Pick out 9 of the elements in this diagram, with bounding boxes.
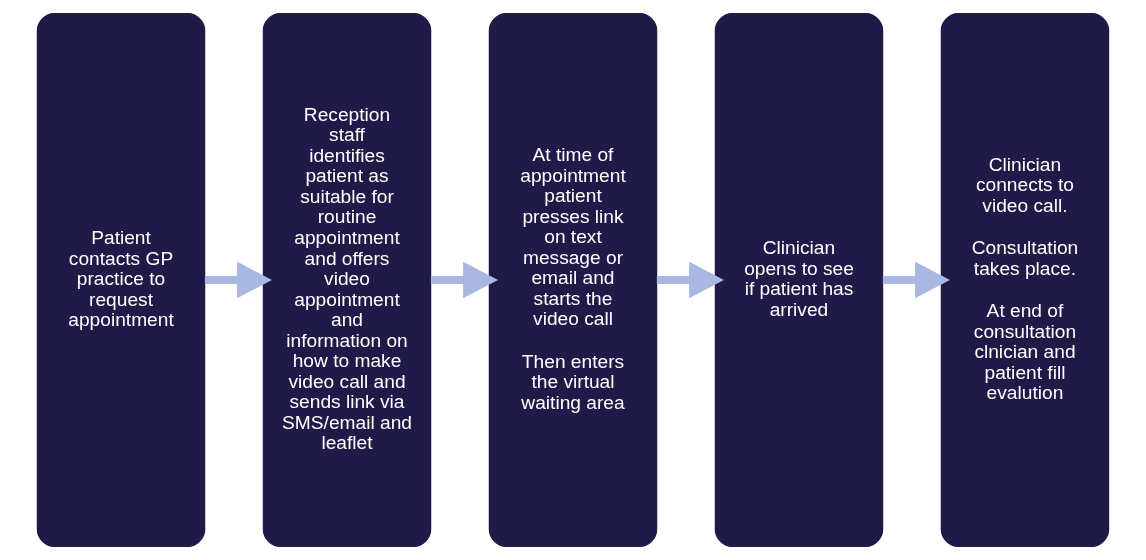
node-box: Reception staff identifies patient as suitable for routine appointment and offers video appointment and information on how to make video call and sends link via SMS/email and leaflet xyxy=(262,12,432,548)
node-box: Clinician opens to see if patient has arrived xyxy=(714,12,884,548)
arrow xyxy=(882,261,950,299)
node-box: Clinician connects to video call. Consultation takes place. At end of consultation clnician and patient fill evalution xyxy=(940,12,1110,548)
arrow xyxy=(204,261,272,299)
arrow xyxy=(430,261,498,299)
node-box: Patient contacts GP practice to request appointment xyxy=(36,12,206,548)
node-box: At time of appointment patient presses link on text message or email and starts the video call Then enters the virtual waiting area xyxy=(488,12,658,548)
arrow xyxy=(656,261,724,299)
